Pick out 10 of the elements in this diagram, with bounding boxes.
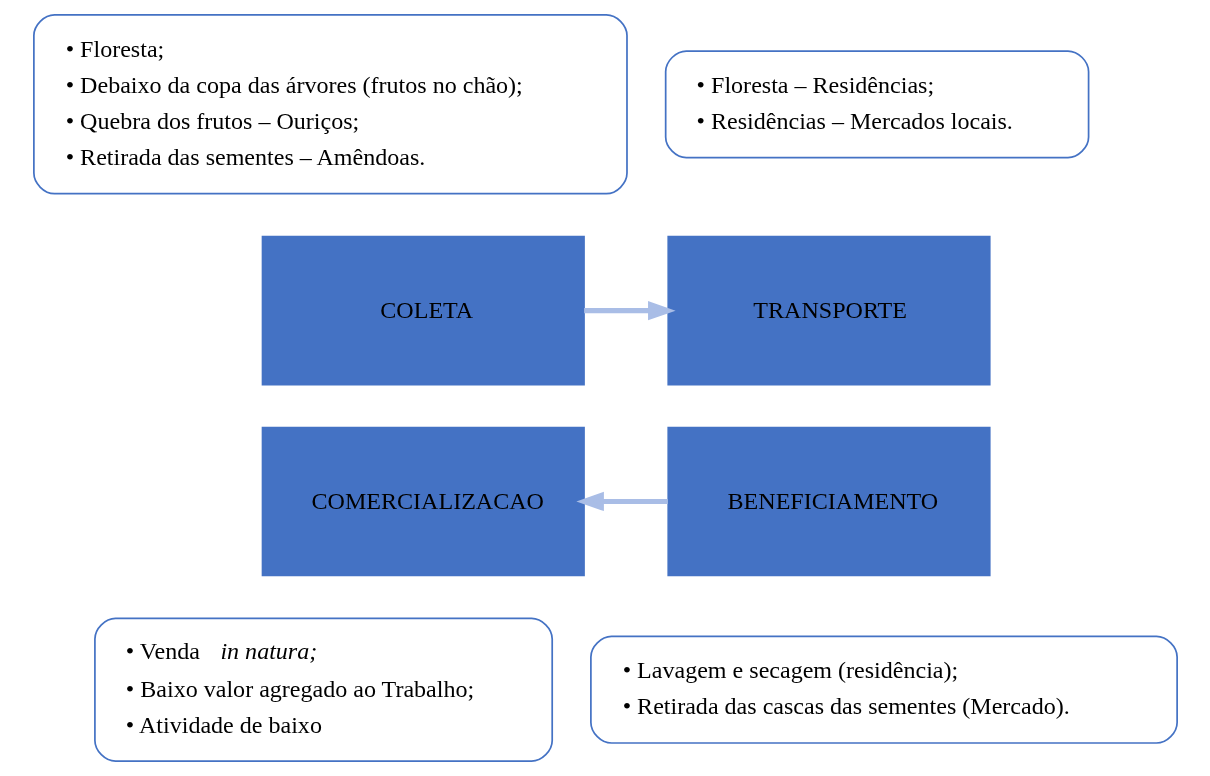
node-box: TRANSPORTE	[666, 235, 991, 386]
node-box: BENEFICIAMENTO	[666, 426, 991, 577]
node-box: COLETA	[261, 235, 585, 386]
arrow	[583, 301, 676, 321]
arrow	[575, 491, 668, 512]
node-box: COMERCIALIZACAO	[261, 426, 585, 577]
node-box: • Floresta – Residências; • Residências – Mercados locais.	[664, 50, 1089, 159]
node-box: • Floresta; • Debaixo da copa das árvores (frutos no chão); • Quebra dos frutos – Ouriços; • Retirada das sementes – Amêndoas.	[32, 14, 628, 195]
node-box: • Venda in natura; • Baixo valor agregado ao Trabalho; • Atividade de baixo	[93, 617, 553, 762]
node-box: • Lavagem e secagem (residência); • Retirada das cascas das sementes (Mercado).	[589, 635, 1178, 744]
